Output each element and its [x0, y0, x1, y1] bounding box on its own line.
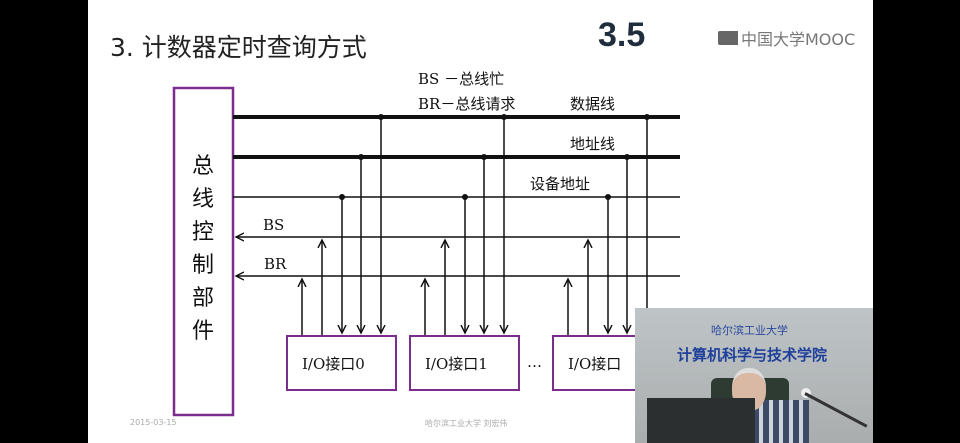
device-address-label: 设备地址 — [530, 175, 591, 193]
section-number: 3.5 — [598, 16, 646, 54]
footer-author: 哈尔滨工业大学 刘宏伟 — [425, 419, 508, 428]
mooc-logo: 中国大学MOOC — [718, 26, 855, 50]
junction-dot — [481, 154, 487, 160]
io-interface-1-box — [409, 335, 520, 391]
junction-dot — [358, 154, 364, 160]
logo-text: 中国大学MOOC — [741, 30, 856, 49]
junction-dot — [644, 114, 650, 120]
laptop — [647, 398, 755, 443]
lecturer-video: 哈尔滨工业大学 计算机科学与技术学院 — [635, 308, 873, 443]
br-line-label: BR — [264, 255, 287, 273]
io-interface-1-label: I/O接口1 — [425, 355, 488, 373]
bs-line-label: BS — [263, 216, 285, 234]
bus-controller-label: 总线控制部件 — [191, 154, 214, 344]
bus-controller-box — [172, 86, 235, 417]
video-banner: 计算机科学与技术学院 — [677, 346, 828, 364]
address-line-label: 地址线 — [570, 135, 616, 153]
io-interface-0-label: I/O接口0 — [302, 355, 365, 373]
junction-dot — [501, 114, 507, 120]
slide-title: 3. 计数器定时查询方式 — [110, 33, 367, 62]
legend-br: BR－总线请求 — [418, 95, 516, 113]
io-interface-n-label: I/O接口 — [568, 355, 622, 373]
legend-bs: BS －总线忙 — [418, 70, 505, 88]
microphone-stand — [804, 392, 868, 428]
junction-dot — [605, 194, 611, 200]
interface-wires — [302, 114, 650, 336]
data-line-label: 数据线 — [570, 95, 616, 113]
ellipsis: … — [527, 353, 542, 371]
junction-dot — [462, 194, 468, 200]
book-icon — [718, 31, 738, 45]
junction-dot — [339, 194, 345, 200]
footer-date: 2015-03-15 — [130, 418, 177, 427]
junction-dot — [624, 154, 630, 160]
io-interface-0-box — [286, 335, 397, 391]
junction-dot — [378, 114, 384, 120]
video-calligraphy: 哈尔滨工业大学 — [711, 324, 788, 337]
